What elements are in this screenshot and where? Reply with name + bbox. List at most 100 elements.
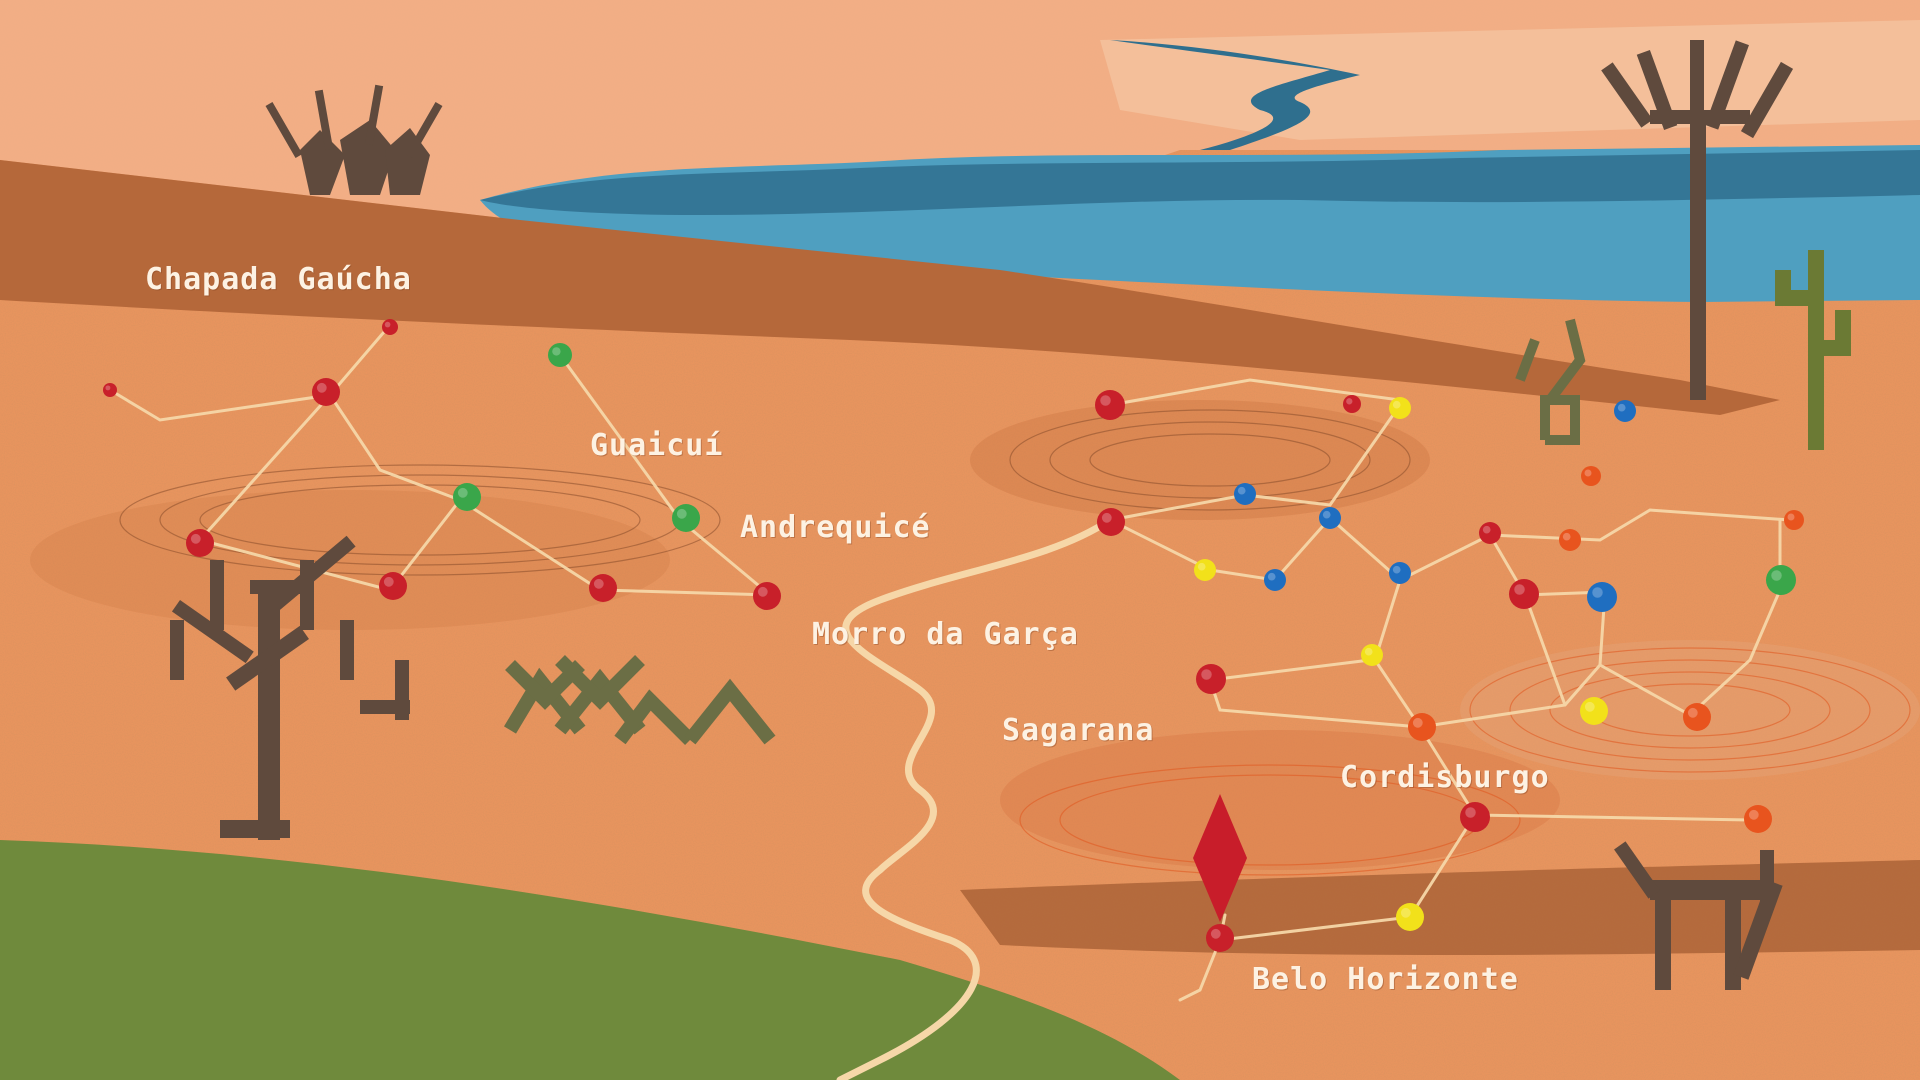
waypoint-dot[interactable]	[1784, 510, 1804, 530]
waypoint-highlight	[1584, 701, 1595, 712]
waypoint-highlight	[593, 578, 604, 589]
waypoint-node[interactable]	[1744, 805, 1772, 833]
waypoint-dot[interactable]	[453, 483, 481, 511]
label-chapada-gaucha: Chapada Gaúcha	[145, 262, 412, 297]
waypoint-highlight	[190, 533, 201, 544]
shrub-group-left	[503, 655, 776, 745]
waypoint-dot[interactable]	[1095, 390, 1125, 420]
waypoint-highlight	[1748, 809, 1759, 820]
label-morro-da-garca: Morro da Garça	[812, 617, 1079, 652]
waypoint-node[interactable]	[1587, 582, 1617, 612]
waypoint-dot[interactable]	[1319, 507, 1341, 529]
waypoint-highlight	[316, 382, 327, 393]
waypoint-node[interactable]	[1194, 559, 1216, 581]
waypoint-dot[interactable]	[1389, 397, 1411, 419]
waypoint-node[interactable]	[753, 582, 781, 610]
waypoint-highlight	[384, 321, 391, 328]
waypoint-node[interactable]	[1319, 507, 1341, 529]
cactus	[1775, 250, 1851, 450]
waypoint-node[interactable]	[1581, 466, 1601, 486]
waypoint-highlight	[757, 586, 768, 597]
waypoint-node[interactable]	[1264, 569, 1286, 591]
waypoint-dot[interactable]	[1460, 802, 1490, 832]
waypoint-node[interactable]	[1361, 644, 1383, 666]
waypoint-node[interactable]	[312, 378, 340, 406]
waypoint-node[interactable]	[1095, 390, 1125, 420]
waypoint-dot[interactable]	[1196, 664, 1226, 694]
waypoint-dot[interactable]	[1580, 697, 1608, 725]
waypoint-node[interactable]	[548, 343, 572, 367]
waypoint-node[interactable]	[186, 529, 214, 557]
waypoint-dot[interactable]	[1361, 644, 1383, 666]
label-andrequice: Andrequicé	[740, 510, 931, 545]
waypoint-dot[interactable]	[548, 343, 572, 367]
waypoint-dot[interactable]	[1264, 569, 1286, 591]
waypoint-dot[interactable]	[672, 504, 700, 532]
waypoint-highlight	[1267, 572, 1276, 581]
waypoint-node[interactable]	[672, 504, 700, 532]
waypoint-dot[interactable]	[1744, 805, 1772, 833]
waypoint-node[interactable]	[1766, 565, 1796, 595]
waypoint-highlight	[1400, 907, 1411, 918]
waypoint-node[interactable]	[382, 319, 398, 335]
waypoint-highlight	[1787, 513, 1795, 521]
waypoint-node[interactable]	[1408, 713, 1436, 741]
waypoint-dot[interactable]	[1097, 508, 1125, 536]
waypoint-dot[interactable]	[1509, 579, 1539, 609]
waypoint-node[interactable]	[1784, 510, 1804, 530]
waypoint-node[interactable]	[589, 574, 617, 602]
waypoint-dot[interactable]	[1206, 924, 1234, 952]
waypoint-node[interactable]	[1097, 508, 1125, 536]
waypoint-highlight	[1771, 570, 1782, 581]
waypoint-node[interactable]	[1580, 697, 1608, 725]
waypoint-dot[interactable]	[379, 572, 407, 600]
waypoint-dot[interactable]	[589, 574, 617, 602]
waypoint-highlight	[1687, 707, 1698, 718]
waypoint-node[interactable]	[1234, 483, 1256, 505]
current-location-marker[interactable]	[1193, 794, 1247, 922]
waypoint-highlight	[457, 487, 468, 498]
waypoint-node[interactable]	[1196, 664, 1226, 694]
waypoint-dot[interactable]	[1408, 713, 1436, 741]
waypoint-dot[interactable]	[382, 319, 398, 335]
waypoint-dot[interactable]	[186, 529, 214, 557]
waypoint-highlight	[1465, 807, 1476, 818]
waypoint-highlight	[676, 508, 687, 519]
waypoint-node[interactable]	[453, 483, 481, 511]
waypoint-node[interactable]	[1614, 400, 1636, 422]
waypoint-node[interactable]	[1389, 562, 1411, 584]
waypoint-dot[interactable]	[753, 582, 781, 610]
waypoint-dot[interactable]	[1396, 903, 1424, 931]
waypoint-dot[interactable]	[1479, 522, 1501, 544]
waypoint-dot[interactable]	[1343, 395, 1361, 413]
waypoint-dot[interactable]	[1389, 562, 1411, 584]
waypoint-dot[interactable]	[1559, 529, 1581, 551]
waypoint-dot[interactable]	[1766, 565, 1796, 595]
waypoint-node[interactable]	[1389, 397, 1411, 419]
waypoint-highlight	[1482, 525, 1491, 534]
waypoint-highlight	[1412, 717, 1423, 728]
waypoint-node[interactable]	[1206, 924, 1234, 952]
waypoint-node[interactable]	[1683, 703, 1711, 731]
waypoint-dot[interactable]	[103, 383, 117, 397]
waypoint-node[interactable]	[379, 572, 407, 600]
waypoint-node[interactable]	[1559, 529, 1581, 551]
waypoint-dot[interactable]	[1194, 559, 1216, 581]
waypoint-dot[interactable]	[1614, 400, 1636, 422]
waypoint-node[interactable]	[1479, 522, 1501, 544]
waypoint-dot[interactable]	[312, 378, 340, 406]
waypoint-highlight	[552, 347, 561, 356]
waypoint-node[interactable]	[1509, 579, 1539, 609]
waypoint-dot[interactable]	[1587, 582, 1617, 612]
waypoint-dot[interactable]	[1234, 483, 1256, 505]
waypoint-node[interactable]	[1343, 395, 1361, 413]
waypoint-highlight	[1617, 403, 1626, 412]
waypoint-dot[interactable]	[1581, 466, 1601, 486]
waypoint-node[interactable]	[103, 383, 117, 397]
waypoint-highlight	[1584, 469, 1592, 477]
waypoint-node[interactable]	[1460, 802, 1490, 832]
waypoint-node[interactable]	[1396, 903, 1424, 931]
waypoint-dot[interactable]	[1683, 703, 1711, 731]
